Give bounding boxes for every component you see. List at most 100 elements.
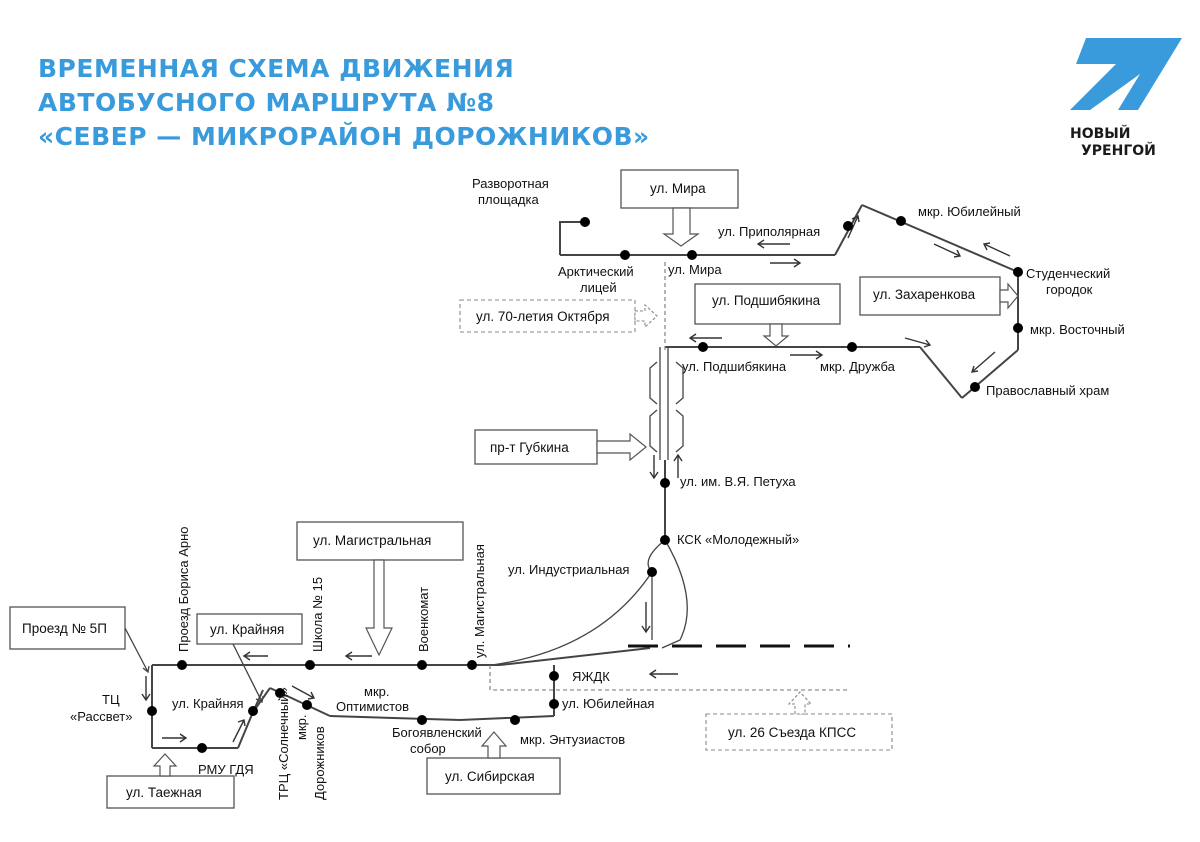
label-yubileyny: мкр. Юбилейный (918, 204, 1021, 219)
box-proezd-5p: Проезд № 5П (9, 606, 150, 674)
arrow-up-petukha (673, 453, 683, 478)
label-druzhba: мкр. Дружба (820, 359, 896, 374)
label-optimistov-2: Оптимистов (336, 699, 409, 714)
gubkina-left-bracket (649, 361, 658, 405)
stop-ksk (660, 535, 670, 545)
label-boris-arno: Проезд Бориса Арно (176, 526, 191, 652)
khram-return-road (919, 346, 963, 399)
label-razvorot-2: площадка (478, 192, 539, 207)
page-title: ВРЕМЕННАЯ СХЕМА ДВИЖЕНИЯ АВТОБУСНОГО МАР… (38, 52, 650, 154)
arrow-left-pripolyarnaya (756, 239, 790, 249)
stop-razvorot (580, 217, 590, 227)
label-voenkomat: Военкомат (416, 587, 431, 652)
box-magistralnaya: ул. Магистральная (296, 521, 464, 657)
box-kraynyaya: ул. Крайняя (196, 613, 303, 703)
label-bogoyavl-1: Богоявленский (392, 725, 482, 740)
svg-text:ул. Магистральная: ул. Магистральная (313, 533, 431, 548)
stop-entuziastov (510, 715, 520, 725)
svg-text:ул. Подшибякина: ул. Подшибякина (712, 293, 821, 308)
entuziastov-road (459, 715, 555, 721)
stop-kraynyaya (248, 706, 258, 716)
gubkina-right-bracket (675, 361, 684, 405)
arrow-up-yubileyny (982, 242, 1011, 257)
logo-line-1: НОВЫЙ (1070, 125, 1131, 142)
stop-trc (275, 688, 285, 698)
label-vostochny: мкр. Восточный (1030, 322, 1125, 337)
title-line-1: ВРЕМЕННАЯ СХЕМА ДВИЖЕНИЯ (38, 54, 515, 83)
stop-student (1013, 267, 1023, 277)
yubileyny-road (861, 204, 1019, 273)
svg-text:ул. 70-летия Октября: ул. 70-летия Октября (476, 309, 610, 324)
svg-text:Проезд № 5П: Проезд № 5П (22, 621, 107, 636)
route-stops (147, 216, 1023, 753)
stop-boris-arno (177, 660, 187, 670)
label-khram: Православный храм (986, 383, 1109, 398)
box-mira: ул. Мира (620, 169, 739, 247)
stop-petukha (660, 478, 670, 488)
gubkina-right-bracket-2 (675, 409, 684, 453)
label-pripolyarnaya: ул. Приполярная (718, 224, 820, 239)
arrow-left-podshib (688, 333, 722, 343)
svg-text:ул. Крайняя: ул. Крайняя (210, 622, 284, 637)
stop-dorozhnikov (302, 700, 312, 710)
arrow-up-pripolyarnaya (847, 214, 860, 239)
label-arktich-2: лицей (580, 280, 617, 295)
label-podshib: ул. Подшибякина (682, 359, 787, 374)
label-kraynyaya: ул. Крайняя (172, 696, 244, 711)
arrow-vostochny (970, 351, 996, 373)
box-podshibyakina: ул. Подшибякина (694, 283, 841, 347)
street-boxes: ул. Мира ул. Подшибякина ул. Захаренкова… (9, 169, 1019, 809)
stop-druzhba (847, 342, 857, 352)
box-zakharenkova: ул. Захаренкова (859, 276, 1019, 316)
arrow-down-gubkina (649, 455, 659, 480)
arrow-left-magistr-2 (242, 651, 268, 661)
stop-industrialnaya (647, 567, 657, 577)
label-shkola15: Школа № 15 (310, 577, 325, 652)
stop-shkola15 (305, 660, 315, 670)
svg-text:ул. 26 Съезда КПСС: ул. 26 Съезда КПСС (728, 725, 856, 740)
arrow-down-ksk (641, 602, 651, 634)
box-taezhnaya: ул. Таежная (106, 753, 235, 809)
stop-khram (970, 382, 980, 392)
svg-text:ул. Мира: ул. Мира (650, 181, 706, 196)
arrow-up-rmu (232, 719, 246, 743)
label-optimistov-1: мкр. (364, 684, 389, 699)
arrow-right-podshib (790, 350, 824, 360)
city-logo: НОВЫЙ УРЕНГОЙ (1070, 38, 1182, 159)
label-yubileynaya: ул. Юбилейная (562, 696, 654, 711)
svg-text:пр-т Губкина: пр-т Губкина (490, 440, 569, 455)
svg-text:ул. Захаренкова: ул. Захаренкова (873, 287, 976, 302)
stop-tc-rassvet (147, 706, 157, 716)
label-industrialnaya: ул. Индустриальная (508, 562, 629, 577)
svg-text:ул. Сибирская: ул. Сибирская (445, 769, 535, 784)
label-mira: ул. Мира (668, 262, 722, 277)
box-gubkina: пр-т Губкина (474, 429, 647, 465)
box-sibirskaya: ул. Сибирская (426, 731, 561, 795)
stop-bogoyavl (417, 715, 427, 725)
arrow-left-rail (648, 669, 678, 679)
stop-yubileynaya (549, 699, 559, 709)
label-arktich-1: Арктический (558, 264, 634, 279)
label-tc-2: «Рассвет» (70, 709, 132, 724)
arrow-khram (904, 337, 932, 348)
logo-line-2: УРЕНГОЙ (1081, 142, 1156, 159)
stop-magistr (467, 660, 477, 670)
stop-arktich (620, 250, 630, 260)
label-ksk: КСК «Молодежный» (677, 532, 799, 547)
label-trc: ТРЦ «Солнечный» (276, 687, 291, 800)
label-bogoyavl-2: собор (410, 741, 446, 756)
stop-rmu (197, 743, 207, 753)
arrow-down-rassvet (141, 676, 151, 702)
label-tc-1: ТЦ (102, 692, 120, 707)
stop-vostochny (1013, 323, 1023, 333)
label-dorozhnikov-1: мкр. (294, 715, 309, 740)
label-entuziastov: мкр. Энтузиастов (520, 732, 625, 747)
title-line-2: АВТОБУСНОГО МАРШРУТА №8 (38, 88, 495, 117)
route-lines (151, 204, 1019, 749)
label-student-2: городок (1046, 282, 1093, 297)
industrialnaya-curve (491, 571, 653, 666)
title-line-3: «СЕВЕР — МИКРОРАЙОН ДОРОЖНИКОВ» (38, 122, 650, 151)
turnaround-line (559, 221, 585, 255)
industrialnaya-branch (647, 539, 666, 640)
